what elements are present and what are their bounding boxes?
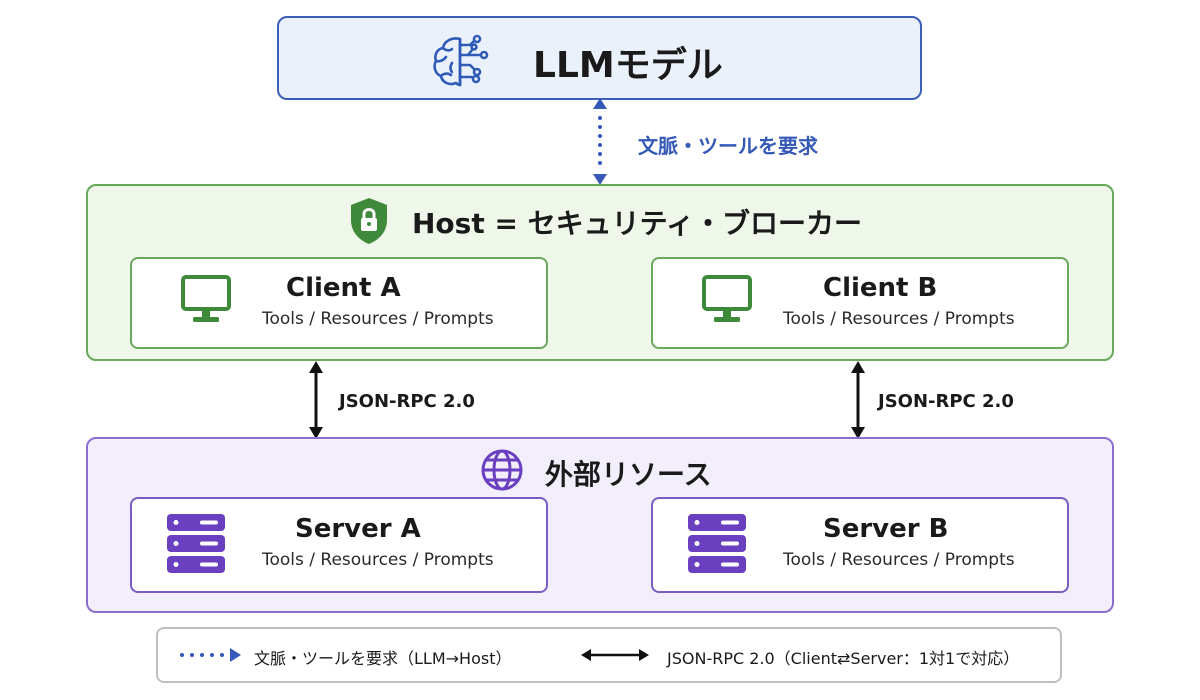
server-a-subtitle: Tools / Resources / Prompts [262,550,494,570]
server-stack-icon [688,514,746,573]
client-b-title: Client B [823,273,938,303]
client-a-title: Client A [286,273,401,303]
request-label: 文脈・ツールを要求 [638,134,818,158]
resources-title: 外部リソース [545,458,712,491]
legend-dotted-label: 文脈・ツールを要求（LLM→Host） [254,649,512,668]
client-a-card [130,257,548,349]
globe-icon [481,449,523,491]
client-a-subtitle: Tools / Resources / Prompts [262,309,494,329]
monitor-icon [181,275,231,322]
legend-double-arrow-icon [581,649,649,661]
jsonrpc-label: JSON-RPC 2.0 [878,391,1014,412]
shield-lock-icon [351,198,387,244]
legend-solid-label: JSON-RPC 2.0（Client⇄Server：1対1で対応） [667,649,1020,668]
request-dotted-arrow [593,98,607,185]
jsonrpc-double-arrow [851,361,865,439]
llm-model-box [277,16,922,100]
server-a-title: Server A [295,514,421,544]
legend-dotted-arrow-icon [180,648,241,662]
server-b-title: Server B [823,514,949,544]
monitor-icon [702,275,752,322]
brain-circuit-icon [433,34,489,87]
server-stack-icon [167,514,225,573]
host-title: Host = セキュリティ・ブローカー [412,207,862,240]
server-b-subtitle: Tools / Resources / Prompts [783,550,1015,570]
jsonrpc-double-arrow [309,361,323,439]
jsonrpc-label: JSON-RPC 2.0 [339,391,475,412]
llm-title: LLMモデル [533,45,723,86]
client-b-card [651,257,1069,349]
client-b-subtitle: Tools / Resources / Prompts [783,309,1015,329]
